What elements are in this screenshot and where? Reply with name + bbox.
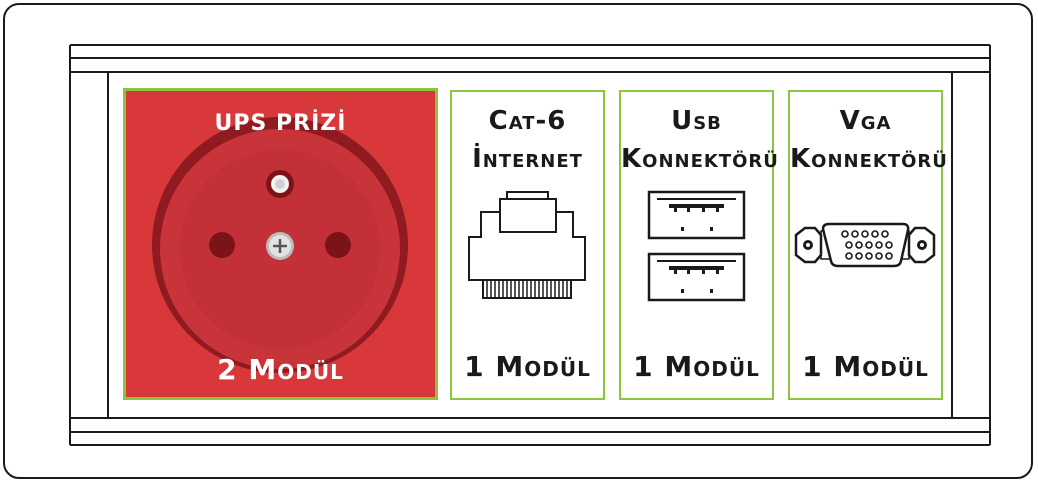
usb-port-icon: [647, 190, 746, 302]
module-cat6: Cat-6 İnternet 1 Modül: [450, 90, 605, 400]
module-footer: 1 Modül: [802, 350, 929, 383]
module-usb: Usb Konnektörü 1 Modül: [619, 90, 779, 400]
power-socket-icon: [126, 91, 435, 397]
module-footer: 1 Modül: [633, 350, 760, 383]
vga-port-icon: [794, 222, 936, 268]
module-title-line-2: Konnektörü: [790, 144, 948, 174]
module-ups-socket: UPS PRİZİ 2 Modül: [123, 88, 438, 400]
module-title-line-2: Konnektörü: [621, 144, 779, 174]
module-title-line-1: Cat-6: [488, 106, 567, 136]
module-title-line: UPS PRİZİ: [214, 111, 347, 136]
module-title-line-2: İnternet: [472, 144, 583, 174]
module-title-line-1: Usb: [671, 106, 722, 136]
module-footer: 2 Modül: [217, 353, 344, 386]
module-vga: Vga Konnektörü 1 Modül: [788, 90, 948, 400]
module-footer: 1 Modül: [464, 350, 591, 383]
module-title-line-1: Vga: [839, 106, 892, 136]
rj45-port-icon: [468, 191, 586, 299]
